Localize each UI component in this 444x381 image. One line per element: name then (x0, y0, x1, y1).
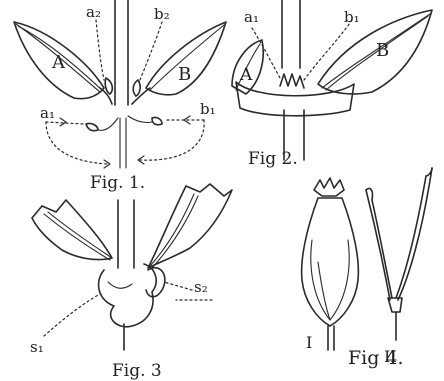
fig1-bud-b2 (133, 80, 140, 96)
fig1-bud-b1 (152, 117, 162, 124)
figure-1: A B a₂ b₂ a₁ b₁ Fig. 1. (14, 0, 226, 193)
fig4-bud-outer (302, 198, 359, 326)
fig3-leaf-left-midrib-2 (48, 212, 112, 258)
fig4-ii-right-inner (396, 176, 426, 298)
fig3-leaf-left-midrib (44, 214, 110, 260)
figure-4: I II Fig 4. (302, 168, 432, 369)
fig1-bud-b1-stalk (128, 116, 152, 123)
fig1-leaf-b-petiole (132, 88, 150, 104)
fig2-caption: Fig 2. (248, 149, 298, 169)
fig3-leaf-right-midrib (150, 194, 194, 266)
fig1-label-a1: a₁ (40, 104, 55, 122)
fig1-arrow-path-left (46, 122, 108, 164)
figure-2: a₁ b₁ A B Fig 2. (232, 0, 432, 169)
fig3-pointer-s2 (164, 282, 192, 290)
fig3-leaf-right (148, 184, 232, 268)
fig1-bud-a2 (105, 78, 112, 94)
fig4-panel-ii: II (366, 168, 432, 366)
fig1-label-b2: b₂ (154, 5, 170, 23)
fig2-label-a: A (239, 65, 253, 85)
fig1-arrow-path-right (140, 120, 204, 160)
fig4-ii-left-inner (372, 200, 392, 298)
fig3-pointer-s1 (44, 294, 100, 336)
fig1-caption: Fig. 1. (90, 173, 145, 193)
fig4-sepal-right (330, 240, 349, 320)
fig3-fold-line (108, 282, 132, 288)
fig3-label-s1: s₁ (30, 338, 44, 356)
fig4-panel-i: I (302, 178, 359, 352)
fig1-label-a2: a₂ (86, 3, 101, 21)
fig1-label-b: B (178, 64, 191, 85)
fig3-caption: Fig. 3 (112, 361, 162, 381)
fig4-caption: Fig 4. (348, 347, 404, 369)
fig2-pointer-a1 (252, 28, 280, 78)
fig2-leaf-b (318, 10, 432, 94)
fig2-label-a1: a₁ (244, 8, 259, 26)
fig1-bud-a1 (86, 123, 98, 130)
fig1-pointer-a2 (96, 20, 104, 80)
fig1-bud-a1-stalk (98, 118, 118, 130)
figure-3: s₂ s₁ Fig. 3 (30, 184, 232, 381)
fig2-node-collar (236, 82, 354, 116)
fig2-label-b1: b₁ (344, 8, 360, 26)
fig4-ii-left-outer (366, 190, 390, 300)
fig3-label-s2: s₂ (194, 278, 208, 296)
fig4-crown (314, 178, 344, 196)
fig2-bud-cluster (280, 74, 304, 88)
fig3-swollen-base (99, 264, 157, 327)
fig1-label-b1: b₁ (200, 100, 216, 118)
fig1-label-a: A (51, 52, 66, 73)
fig2-label-b: B (376, 40, 389, 61)
fig1-arrowhead-a1 (60, 118, 66, 126)
fig4-label-i: I (306, 333, 312, 352)
